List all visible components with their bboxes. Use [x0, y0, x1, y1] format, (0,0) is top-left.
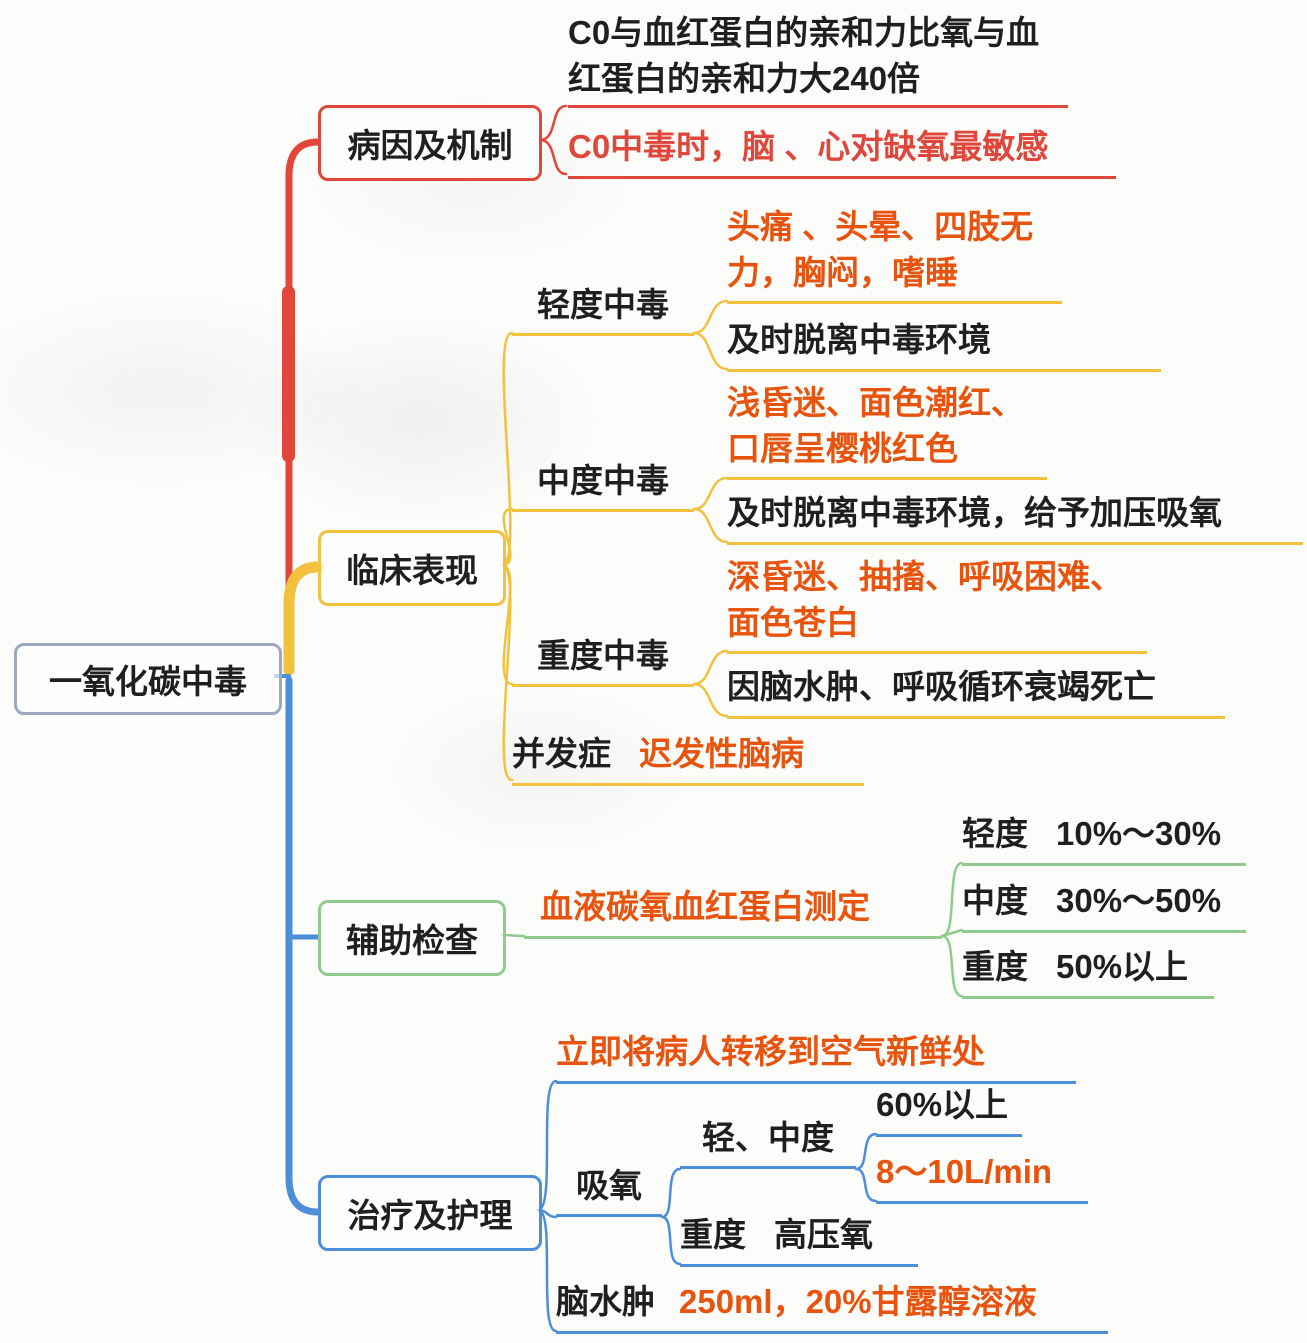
branch-etiology-label: 病因及机制: [347, 127, 513, 164]
etiology-sensitivity-text: C0中毒时，脑 、心对缺氧最敏感: [568, 124, 1116, 179]
oxygen-severe-row: 重度 高压氧: [680, 1212, 918, 1267]
severity-mild-row: 轻度 10%～30%: [962, 811, 1246, 866]
clinical-mild-action: 及时脱离中毒环境: [727, 317, 1161, 372]
oxygen-flow-rate: 8～10L/min: [876, 1149, 1088, 1204]
severity-moderate-row: 中度 30%～50%: [962, 878, 1246, 933]
clinical-moderate-action: 及时脱离中毒环境，给予加压吸氧: [727, 490, 1303, 545]
severity-severe-value: 50%以上: [1056, 948, 1189, 985]
clinical-severe-outcome: 因脑水肿、呼吸循环衰竭死亡: [727, 664, 1225, 719]
clinical-complication-row: 并发症 迟发性脑病: [512, 731, 864, 786]
branch-treatment: 治疗及护理: [318, 1175, 542, 1251]
root-node: 一氧化碳中毒: [14, 643, 282, 715]
severity-mild-value: 10%～30%: [1056, 815, 1222, 852]
complication-value: 迟发性脑病: [639, 735, 804, 772]
oxygen-concentration: 60%以上: [876, 1082, 1022, 1137]
severity-severe-row: 重度 50%以上: [962, 944, 1214, 999]
severity-mild-label: 轻度: [962, 815, 1028, 852]
clinical-moderate-symptoms: 浅昏迷、面色潮红、口唇呈樱桃红色: [727, 380, 1047, 481]
trunk-red-highlight: [282, 286, 295, 462]
examination-test-text: 血液碳氧血红蛋白测定: [524, 884, 942, 939]
treatment-edema-row: 脑水肿 250ml，20%甘露醇溶液: [556, 1279, 1108, 1334]
treatment-transfer-text: 立即将病人转移到空气新鲜处: [556, 1029, 1076, 1084]
complication-label: 并发症: [512, 735, 611, 772]
edema-value: 250ml，20%甘露醇溶液: [679, 1283, 1037, 1320]
clinical-moderate-label: 中度中毒: [512, 460, 694, 512]
severity-severe-label: 重度: [962, 948, 1028, 985]
oxygen-severe-label: 重度: [680, 1216, 746, 1253]
clinical-severe-symptoms: 深昏迷、抽搐、呼吸困难、面色苍白: [727, 554, 1147, 655]
trunk-blue: [285, 676, 322, 1216]
treatment-oxygen-label: 吸氧: [556, 1165, 662, 1217]
branch-examination-label: 辅助检查: [346, 922, 478, 959]
edema-label: 脑水肿: [556, 1283, 655, 1320]
severity-moderate-value: 30%～50%: [1056, 882, 1222, 919]
root-label: 一氧化碳中毒: [49, 663, 247, 700]
oxygen-mild-moderate-label: 轻、中度: [680, 1117, 856, 1169]
branch-clinical-label: 临床表现: [346, 552, 478, 589]
branch-treatment-label: 治疗及护理: [347, 1197, 513, 1234]
etiology-fact-text: C0与血红蛋白的亲和力比氧与血红蛋白的亲和力大240倍: [568, 10, 1068, 109]
branch-clinical: 临床表现: [318, 530, 506, 606]
trunk-yellow: [283, 561, 324, 676]
clinical-mild-symptoms: 头痛 、头晕、四肢无力，胸闷，嗜睡: [727, 204, 1062, 305]
branch-etiology: 病因及机制: [318, 105, 542, 181]
clinical-mild-label: 轻度中毒: [512, 284, 694, 336]
trunk-red: [285, 138, 322, 670]
severity-moderate-label: 中度: [962, 882, 1028, 919]
clinical-severe-label: 重度中毒: [512, 635, 694, 687]
branch-examination: 辅助检查: [318, 900, 506, 976]
oxygen-severe-value: 高压氧: [774, 1216, 873, 1253]
